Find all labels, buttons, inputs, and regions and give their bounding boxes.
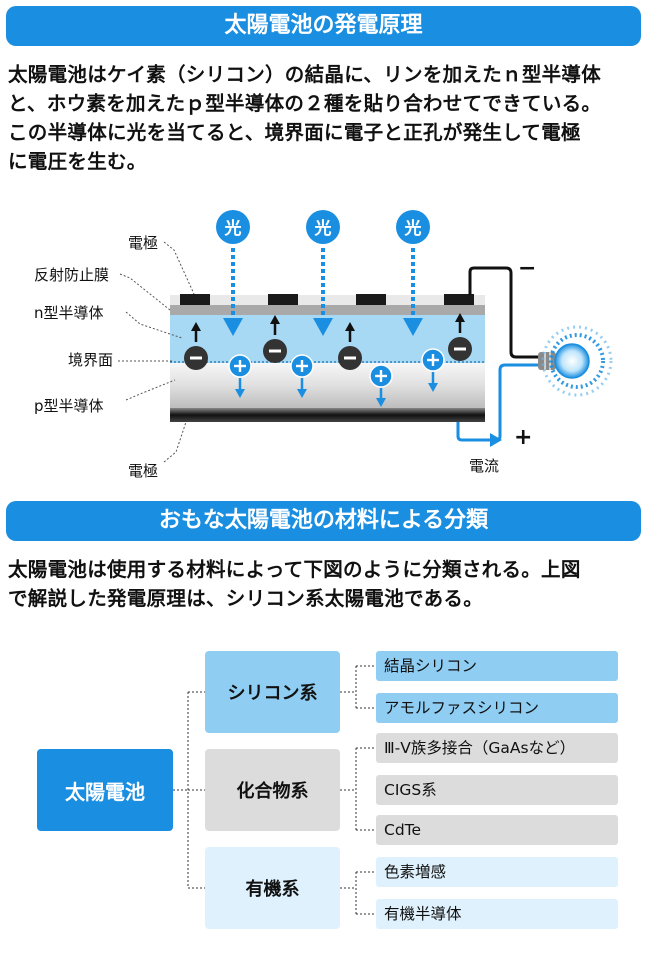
tree-group-organic: 有機系: [205, 847, 340, 929]
section2-title-banner: おもな太陽電池の材料による分類: [6, 501, 641, 541]
tree-leaf: Ⅲ-Ⅴ族多接合（GaAsなど）: [376, 733, 618, 763]
section1-line: と、ホウ素を加えたｐ型半導体の２種を貼り合わせてできている。: [8, 92, 602, 115]
top-electrode-strip: [170, 295, 485, 305]
tree-root-node: 太陽電池: [37, 749, 173, 831]
tree-leaf: CIGS系: [376, 775, 618, 805]
electrode-top-label: 電極: [128, 234, 195, 295]
svg-text:n型半導体: n型半導体: [34, 304, 104, 322]
section1-line: 太陽電池はケイ素（シリコン）の結晶に、リンを加えたｎ型半導体: [8, 63, 602, 86]
svg-text:電極: 電極: [128, 462, 158, 480]
tree-group-label: シリコン系: [227, 683, 318, 704]
bottom-electrode: [170, 408, 485, 422]
section2-line: で解説した発電原理は、シリコン系太陽電池である。: [8, 587, 484, 610]
junction-label: 境界面: [68, 351, 172, 369]
tree-leaf: 結晶シリコン: [376, 651, 618, 681]
antireflection-label: 反射防止膜: [34, 266, 171, 311]
tree-leaf: CdTe: [376, 815, 618, 845]
tree-leaf: アモルファスシリコン: [376, 693, 618, 723]
section1-paragraph: 太陽電池はケイ素（シリコン）の結晶に、リンを加えたｎ型半導体 と、ホウ素を加えた…: [8, 60, 642, 176]
negative-wire: [468, 266, 540, 359]
svg-text:光: 光: [404, 218, 422, 239]
tree-group-label: 有機系: [245, 879, 300, 900]
electron-icon: [448, 313, 472, 361]
section1-title: 太陽電池の発電原理: [224, 13, 423, 38]
current-arrow-icon: [490, 433, 502, 447]
svg-text:光: 光: [224, 218, 242, 239]
electrode-bottom-label: 電極: [128, 421, 187, 480]
solar-cell-diagram: 光 光 光: [34, 210, 613, 480]
top-electrode-finger: [444, 294, 474, 305]
section1-line: この半導体に光を当てると、境界面に電子と正孔が発生して電極: [8, 121, 581, 144]
top-electrode-finger: [356, 294, 386, 305]
svg-text:電極: 電極: [128, 234, 158, 252]
svg-text:反射防止膜: 反射防止膜: [34, 266, 109, 284]
section2-title: おもな太陽電池の材料による分類: [158, 508, 489, 533]
light-arrow: 光: [216, 210, 250, 336]
svg-text:境界面: 境界面: [68, 351, 113, 369]
plus-terminal: +: [514, 425, 532, 450]
tree-leaf: 有機半導体: [376, 899, 618, 929]
svg-text:光: 光: [314, 218, 332, 239]
electron-icon: [338, 322, 362, 370]
current-label: 電流: [469, 457, 499, 475]
section1-line: に電圧を生む。: [8, 150, 147, 173]
electron-icon: [184, 322, 208, 370]
light-arrow: 光: [306, 210, 340, 336]
tree-group-compound: 化合物系: [205, 749, 340, 831]
minus-terminal: −: [518, 256, 536, 281]
svg-text:p型半導体: p型半導体: [34, 397, 104, 415]
hole-icon: [228, 354, 252, 398]
tree-root-label: 太陽電池: [65, 779, 145, 804]
p-type-label: p型半導体: [34, 379, 176, 415]
light-arrow: 光: [396, 210, 430, 336]
hole-icon: [421, 348, 445, 392]
section1-title-banner: 太陽電池の発電原理: [6, 6, 641, 46]
tree-group-silicon: シリコン系: [205, 651, 340, 733]
top-electrode-finger: [180, 294, 210, 305]
section2-paragraph: 太陽電池は使用する材料によって下図のように分類される。上図 で解説した発電原理は…: [8, 555, 642, 613]
tree-group-label: 化合物系: [236, 781, 309, 802]
hole-icon: [290, 354, 314, 398]
section2-line: 太陽電池は使用する材料によって下図のように分類される。上図: [8, 558, 581, 581]
light-bulb-icon: [538, 325, 613, 397]
electron-icon: [263, 315, 287, 363]
hole-icon: [369, 364, 393, 407]
n-type-label: n型半導体: [34, 304, 183, 339]
antireflection-layer: [170, 305, 485, 315]
top-electrode-finger: [268, 294, 298, 305]
tree-leaf: 色素増感: [376, 857, 618, 887]
